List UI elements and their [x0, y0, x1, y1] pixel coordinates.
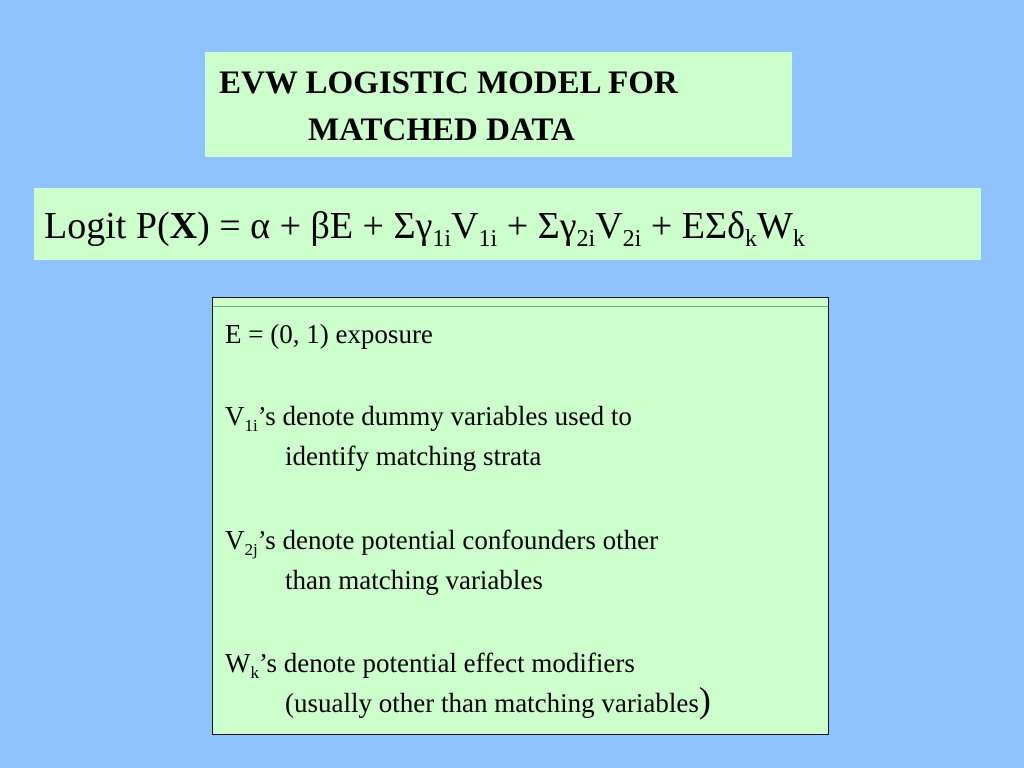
definition-v2: V2j’s denote potential confounders other… — [225, 520, 658, 600]
definition-variable: V — [225, 401, 245, 431]
formula-subscript: 1i — [478, 226, 498, 252]
definition-text: ’s denote potential confounders other — [257, 525, 659, 555]
title-box: EVW LOGISTIC MODEL FOR MATCHED DATA — [205, 52, 792, 157]
box-divider — [213, 306, 828, 307]
logit-formula: Logit P(X) = α + βE + Σγ1iV1i + Σγ2iV2i … — [44, 204, 805, 251]
formula-variable: W — [757, 205, 793, 247]
title-line-1: EVW LOGISTIC MODEL FOR — [219, 65, 678, 101]
closing-paren: ) — [698, 680, 711, 720]
formula-variable: V — [595, 205, 623, 247]
definition-v1: V1i’s denote dummy variables used to ide… — [225, 396, 632, 476]
definition-continuation: (usually other than matching variables) — [225, 680, 711, 723]
definition-variable: W — [225, 648, 251, 678]
definition-subscript: 1i — [244, 416, 258, 435]
formula-lhs-prefix: Logit P( — [44, 205, 170, 247]
definition-text: E = (0, 1) exposure — [225, 319, 433, 349]
definition-subscript: k — [250, 663, 259, 682]
title-line-2: MATCHED DATA — [308, 112, 575, 148]
definition-continuation-text: (usually other than matching variables — [285, 688, 699, 718]
definition-variable: V — [225, 525, 245, 555]
formula-subscript: 2i — [622, 226, 642, 252]
definition-subscript: 2j — [244, 540, 258, 559]
formula-subscript: k — [792, 226, 805, 252]
definition-continuation: than matching variables — [285, 565, 543, 595]
formula-subscript: k — [745, 226, 757, 252]
formula-variable: V — [451, 205, 479, 247]
formula-term: + Σγ — [497, 205, 577, 247]
definitions-box: E = (0, 1) exposure V1i’s denote dummy v… — [212, 297, 829, 735]
formula-lhs-suffix: ) = α + βE + Σγ — [197, 205, 433, 247]
definition-text: ’s denote potential effect modifiers — [258, 648, 635, 678]
formula-term: + EΣδ — [641, 205, 745, 247]
definition-continuation: identify matching strata — [285, 441, 542, 471]
formula-bold-x: X — [169, 205, 198, 247]
formula-subscript: 1i — [432, 226, 452, 252]
definition-e: E = (0, 1) exposure — [225, 314, 433, 354]
formula-box: Logit P(X) = α + βE + Σγ1iV1i + Σγ2iV2i … — [34, 188, 981, 260]
definition-w: Wk’s denote potential effect modifiers (… — [225, 643, 711, 723]
formula-subscript: 2i — [576, 226, 596, 252]
definition-text: ’s denote dummy variables used to — [257, 401, 632, 431]
